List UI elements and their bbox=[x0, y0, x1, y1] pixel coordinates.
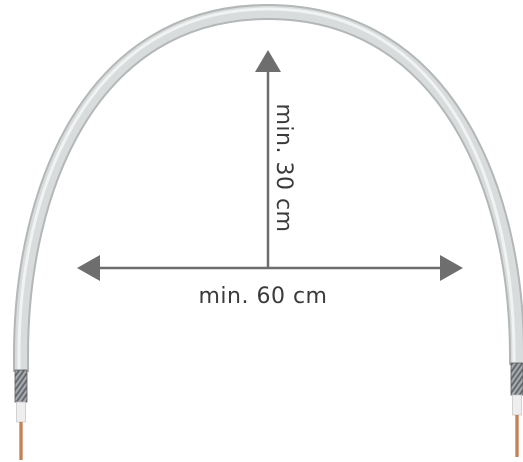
left-dielectric bbox=[16, 401, 26, 423]
double-arrow-horizontal-icon bbox=[77, 255, 463, 281]
right-copper-core bbox=[515, 415, 519, 457]
right-dielectric bbox=[512, 394, 522, 416]
horizontal-arrow-head-left bbox=[77, 255, 100, 281]
width-dimension-label: min. 60 cm bbox=[199, 284, 328, 309]
height-dimension-label: min. 30 cm bbox=[271, 104, 296, 233]
arrow-up-icon bbox=[255, 50, 281, 268]
vertical-arrow-head bbox=[255, 50, 281, 72]
left-copper-core bbox=[19, 422, 23, 460]
horizontal-arrow-head-right bbox=[440, 255, 463, 281]
right-shield-braid bbox=[510, 362, 523, 396]
left-cable-end bbox=[14, 369, 28, 460]
cable-highlight bbox=[17, 7, 516, 370]
left-shield-braid bbox=[14, 369, 28, 403]
cable-jacket bbox=[14, 5, 523, 372]
coax-cable bbox=[12, 3, 523, 372]
right-cable-end bbox=[510, 362, 523, 457]
